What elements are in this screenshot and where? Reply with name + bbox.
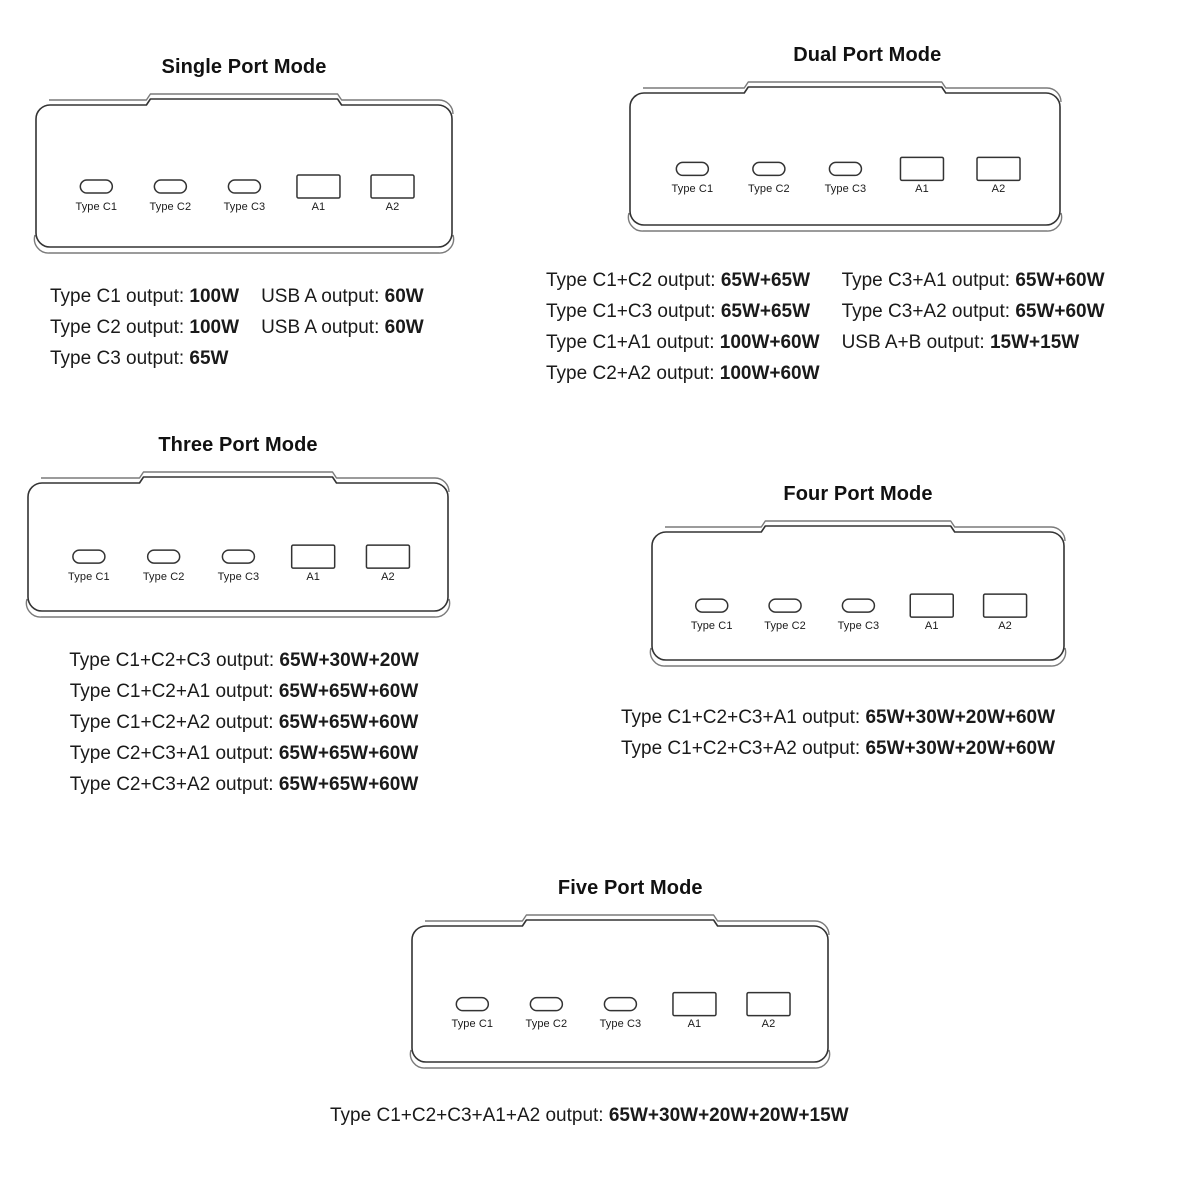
mode-title-single: Single Port Mode — [161, 56, 327, 78]
spec-column-2: Type C3+A1 output: 65W+60W Type C3+A2 ou… — [842, 265, 1105, 389]
spec-row: Type C2 output: 100W — [50, 317, 240, 338]
mode-title-five: Five Port Mode — [557, 877, 703, 899]
mode-title-three: Three Port Mode — [158, 434, 318, 456]
mode-title-dual: Dual Port Mode — [793, 44, 942, 66]
spec-list-five: Type C1+C2+C3+A1+A2 output: 65W+30W+20W+… — [330, 1100, 849, 1131]
spec-column-2: USB A output: 60W USB A output: 60W — [261, 281, 424, 374]
spec-row: Type C1+C2+A2 output: 65W+65W+60W — [69, 712, 419, 733]
spec-row: Type C1+C2+C3+A1+A2 output: 65W+30W+20W+… — [330, 1105, 849, 1126]
spec-row: Type C3+A1 output: 65W+60W — [841, 270, 1105, 291]
spec-row: Type C1 output: 100W — [50, 286, 240, 307]
spec-list-single: Type C1 output: 100W Type C2 output: 100… — [50, 281, 452, 374]
spec-row: Type C2+C3+A1 output: 65W+65W+60W — [69, 743, 419, 764]
spec-row: Type C3 output: 65W — [50, 348, 229, 369]
spec-row: USB A output: 60W — [261, 286, 424, 307]
spec-list-three: Type C1+C2+C3 output: 65W+30W+20W Type C… — [40, 645, 448, 800]
spec-row: Type C1+C2+A1 output: 65W+65W+60W — [69, 681, 419, 702]
spec-row: Type C3+A2 output: 65W+60W — [841, 301, 1105, 322]
spec-row: Type C1+C2+C3+A2 output: 65W+30W+20W+60W — [620, 738, 1056, 759]
spec-row: Type C1+A1 output: 100W+60W — [546, 332, 820, 353]
spec-row: USB A+B output: 15W+15W — [841, 332, 1080, 353]
spec-row: USB A output: 60W — [261, 317, 424, 338]
spec-row: Type C2+C3+A2 output: 65W+65W+60W — [69, 774, 419, 795]
mode-title-four: Four Port Mode — [783, 483, 933, 505]
spec-row: Type C1+C2+C3 output: 65W+30W+20W — [69, 650, 419, 671]
spec-list-four: Type C1+C2+C3+A1 output: 65W+30W+20W+60W… — [612, 702, 1064, 764]
spec-row: Type C1+C2+C3+A1 output: 65W+30W+20W+60W — [620, 707, 1056, 728]
spec-row: Type C1+C2 output: 65W+65W — [546, 270, 811, 291]
spec-row: Type C1+C3 output: 65W+65W — [546, 301, 811, 322]
spec-column-1: Type C1+C2 output: 65W+65W Type C1+C3 ou… — [546, 265, 820, 389]
spec-list-dual: Type C1+C2 output: 65W+65W Type C1+C3 ou… — [546, 265, 1105, 389]
spec-row: Type C2+A2 output: 100W+60W — [546, 363, 820, 384]
spec-column-1: Type C1 output: 100W Type C2 output: 100… — [50, 281, 239, 374]
